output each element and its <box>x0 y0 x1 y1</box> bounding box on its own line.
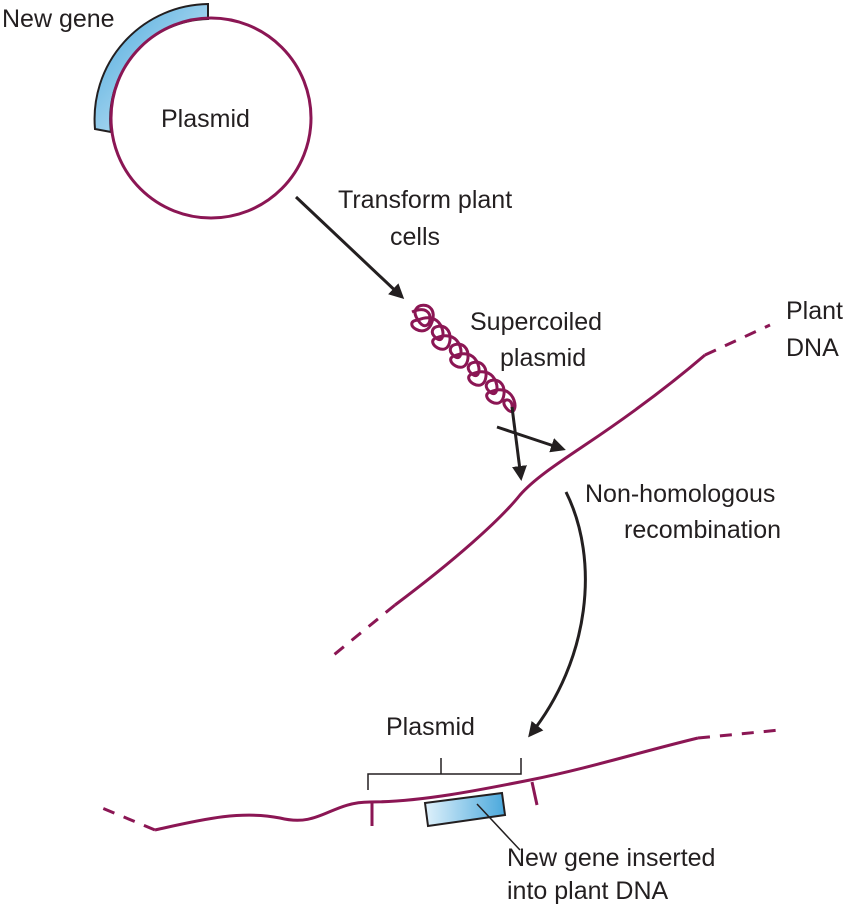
inserted-gene-label-line1: New gene inserted <box>507 844 716 872</box>
recombination-label-line1: Non-homologous <box>585 480 776 508</box>
plasmid-bracket <box>367 758 522 790</box>
plant-dna-label-line2: DNA <box>786 334 839 362</box>
transform-label-line2: cells <box>390 223 441 251</box>
supercoiled-plasmid <box>410 303 517 414</box>
plasmid-circle <box>109 16 313 220</box>
integration-arrow-right <box>496 425 566 453</box>
plasmid-label: Plasmid <box>161 105 250 133</box>
supercoiled-label-line1: Supercoiled <box>470 308 603 336</box>
inserted-gene-label-line2: into plant DNA <box>507 877 669 905</box>
plant-dna-label-line1: Plant <box>786 297 843 325</box>
inserted-gene-box <box>423 791 507 828</box>
transform-label-line1: Transform plant <box>338 186 513 214</box>
transform-arrow <box>294 195 405 300</box>
bottom-plant-dna <box>94 728 781 832</box>
plasmid-circle-group <box>93 2 313 220</box>
recombination-label-line2: recombination <box>624 516 782 544</box>
bottom-plasmid-label: Plasmid <box>386 713 475 741</box>
supercoiled-label-line2: plasmid <box>500 344 587 372</box>
recombination-arrow <box>528 491 587 738</box>
inserted-gene-leader <box>476 803 521 851</box>
integration-arrow-down <box>510 406 527 481</box>
new-gene-label: New gene <box>2 5 115 33</box>
plant-dna-strand <box>329 323 771 660</box>
